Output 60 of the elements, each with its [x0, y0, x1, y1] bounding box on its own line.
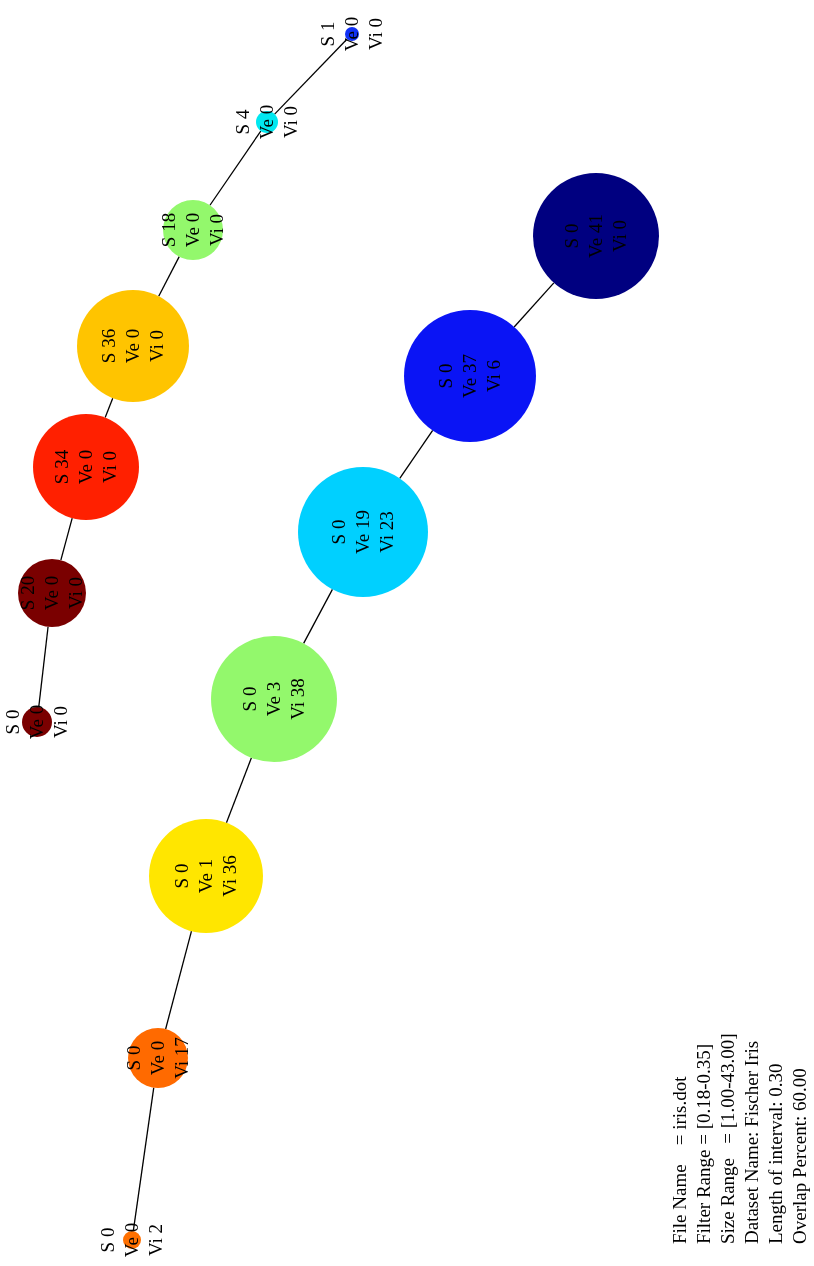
- connector-line: [132, 1087, 155, 1232]
- info-text: Overlap Percent: 60.00: [788, 1068, 811, 1244]
- connector-line: [274, 38, 348, 115]
- node-label: S 34: [50, 449, 73, 485]
- info-text: Dataset Name: Fischer Iris: [740, 1040, 763, 1244]
- node-label: Ve 0: [255, 104, 278, 140]
- node-label: Ve 3: [262, 681, 285, 717]
- node-label: Vi 2: [144, 1223, 167, 1257]
- node-label: Vi 0: [98, 450, 121, 484]
- node-label: Ve 0: [146, 1040, 169, 1076]
- node-label: Vi 0: [279, 105, 302, 139]
- node-label: S 20: [16, 575, 39, 611]
- info-text: File Name = iris.dot: [668, 1076, 691, 1244]
- node-label: Ve 37: [458, 354, 481, 398]
- node-label: Ve 0: [74, 449, 97, 485]
- node-label: S 0: [327, 519, 350, 545]
- info-text: Filter Range = [0.18-0.35]: [692, 1043, 715, 1244]
- node-label: Ve 0: [181, 212, 204, 248]
- node-label: Vi 17: [170, 1037, 193, 1079]
- node-label: S 0: [170, 863, 193, 889]
- node-label: S 0: [1, 709, 24, 735]
- node-label: S 0: [560, 223, 583, 249]
- node-label: Vi 0: [608, 219, 631, 253]
- connector-line: [513, 282, 555, 328]
- connector-line: [303, 588, 334, 645]
- node-label: Ve 41: [584, 214, 607, 258]
- node-label: Vi 38: [286, 678, 309, 720]
- node-label: Ve 19: [351, 510, 374, 554]
- node-label: S 0: [96, 1227, 119, 1253]
- node-label: S 0: [434, 363, 457, 389]
- connector-line: [158, 256, 180, 297]
- node-label: Ve 1: [194, 858, 217, 894]
- node-label: Ve 0: [340, 16, 363, 52]
- node-label: Ve 0: [40, 575, 63, 611]
- node-label: S 1: [316, 21, 339, 47]
- node-label: Vi 23: [375, 511, 398, 553]
- node-label: Vi 36: [218, 855, 241, 897]
- node-label: S 4: [231, 109, 254, 135]
- node-label: Ve 0: [120, 1222, 143, 1258]
- connector-line: [60, 517, 73, 561]
- connector-line: [225, 757, 253, 824]
- connector-line: [165, 930, 193, 1030]
- node-label: Vi 0: [145, 329, 168, 363]
- info-text: Length of interval: 0.30: [764, 1063, 787, 1244]
- connector-line: [38, 626, 49, 708]
- node-label: Vi 0: [205, 213, 228, 247]
- connector-line: [399, 429, 434, 480]
- node-label: S 0: [238, 686, 261, 712]
- connector-line: [104, 397, 114, 419]
- node-label: Ve 0: [121, 328, 144, 364]
- connector-line: [209, 130, 262, 206]
- node-label: Vi 0: [49, 705, 72, 739]
- node-label: Vi 6: [482, 359, 505, 393]
- node-label: Vi 0: [64, 576, 87, 610]
- node-label: S 0: [122, 1045, 145, 1071]
- node-label: Vi 0: [364, 17, 387, 51]
- node-label: S 36: [97, 328, 120, 364]
- node-label: S 18: [157, 212, 180, 248]
- node-label: Ve 0: [25, 704, 48, 740]
- info-text: Size Range = [1.00-43.00]: [716, 1033, 739, 1244]
